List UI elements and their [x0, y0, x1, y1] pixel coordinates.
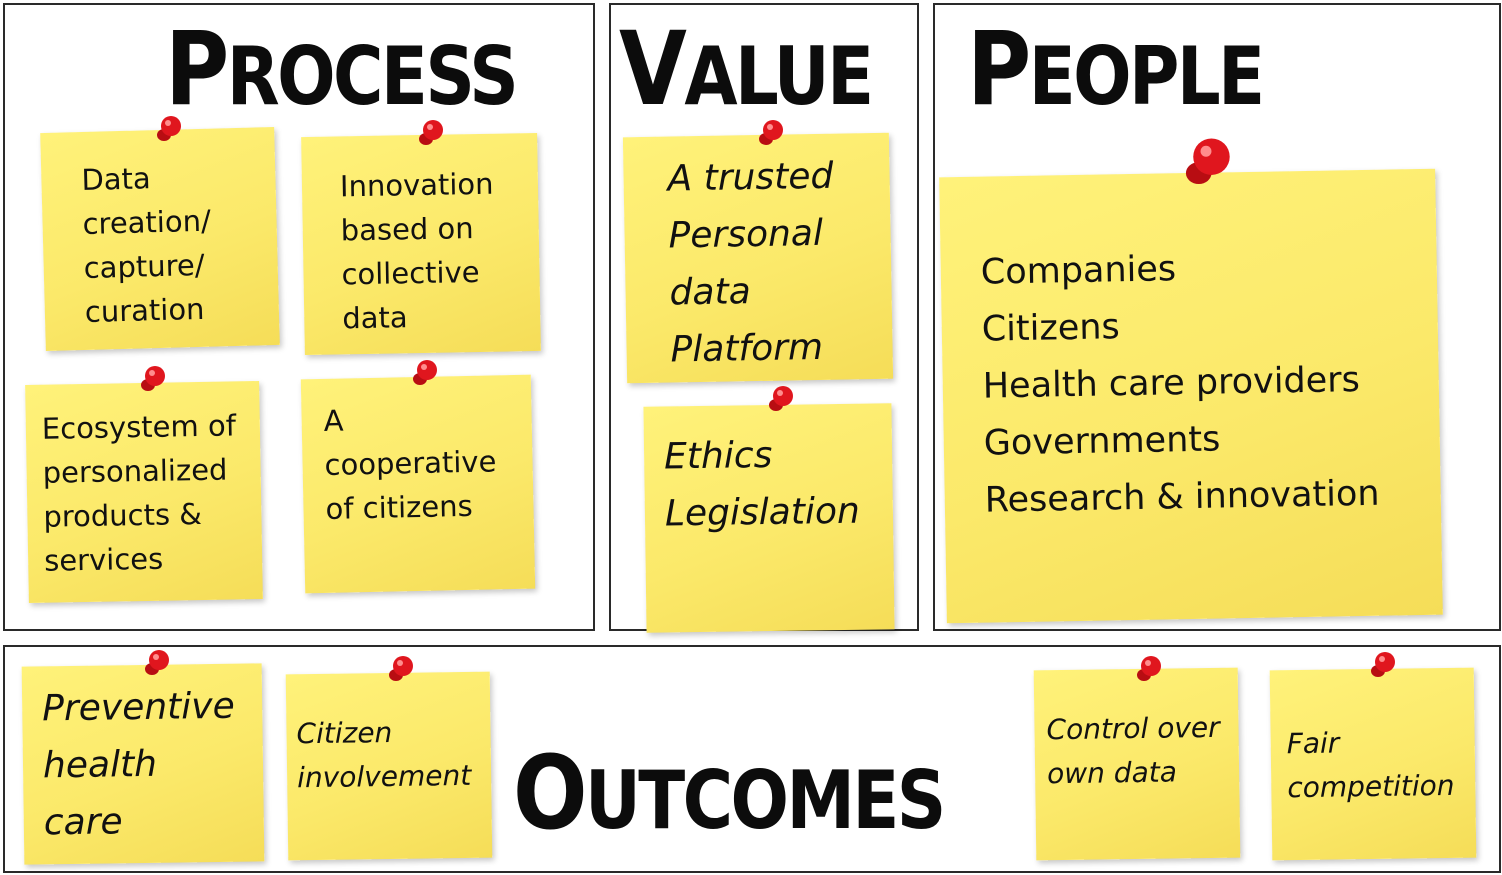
sticky-note-stakeholders: Companies Citizens Health care providers…: [939, 168, 1443, 624]
pushpin-icon: [389, 656, 413, 681]
people-heading: PEOPLE: [967, 10, 1265, 129]
sticky-note-cooperative: A cooperative of citizens: [300, 374, 536, 594]
note-text: Citizen involvement: [296, 715, 472, 795]
value-panel: VALUE A trusted Personal data Platform E…: [609, 3, 919, 633]
sticky-note-citizen-involvement: Citizen involvement: [285, 671, 493, 861]
outcomes-heading: OUTCOMES: [513, 734, 946, 853]
sticky-note-control-data: Control over own data: [1033, 667, 1241, 861]
pushpin-icon: [157, 116, 181, 141]
note-text: Preventive health care: [41, 685, 235, 844]
outcomes-panel: OUTCOMES Preventive health care Citizen …: [3, 645, 1501, 873]
pushpin-icon: [141, 366, 165, 391]
pushpin-icon: [769, 386, 793, 411]
sticky-note-fair-competition: Fair competition: [1269, 667, 1477, 861]
note-text: Ethics Legislation: [663, 434, 861, 535]
pushpin-icon: [759, 120, 783, 145]
note-text: Fair competition: [1286, 726, 1455, 805]
value-heading: VALUE: [619, 10, 874, 129]
sticky-note-preventive-health: Preventive health care: [21, 663, 265, 865]
pushpin-icon: [145, 650, 169, 675]
note-text: Companies Citizens Health care providers…: [980, 249, 1380, 521]
people-panel: PEOPLE Companies Citizens Health care pr…: [933, 3, 1501, 631]
note-text: A cooperative of citizens: [323, 403, 497, 526]
note-text: A trusted Personal data Platform: [667, 155, 834, 371]
note-text: Control over own data: [1046, 710, 1220, 791]
note-text: Ecosystem of personalized products & ser…: [41, 408, 237, 578]
process-panel: PROCESS Data creation/ capture/ curation…: [3, 3, 595, 631]
pushpin-icon: [1371, 652, 1395, 677]
sticky-note-innovation: Innovation based on collective data: [301, 132, 541, 356]
sticky-note-trusted-platform: A trusted Personal data Platform: [622, 132, 894, 384]
pushpin-icon: [419, 120, 443, 145]
note-text: Data creation/ capture/ curation: [80, 161, 212, 329]
pushpin-icon: [413, 360, 437, 385]
note-text: Innovation based on collective data: [339, 166, 494, 336]
process-heading: PROCESS: [165, 10, 519, 129]
pushpin-icon: [1137, 656, 1161, 681]
pushpin-icon: [1185, 138, 1230, 185]
sticky-note-ethics: Ethics Legislation: [643, 403, 895, 633]
sticky-note-data-creation: Data creation/ capture/ curation: [40, 126, 280, 352]
sticky-note-ecosystem: Ecosystem of personalized products & ser…: [25, 380, 263, 604]
